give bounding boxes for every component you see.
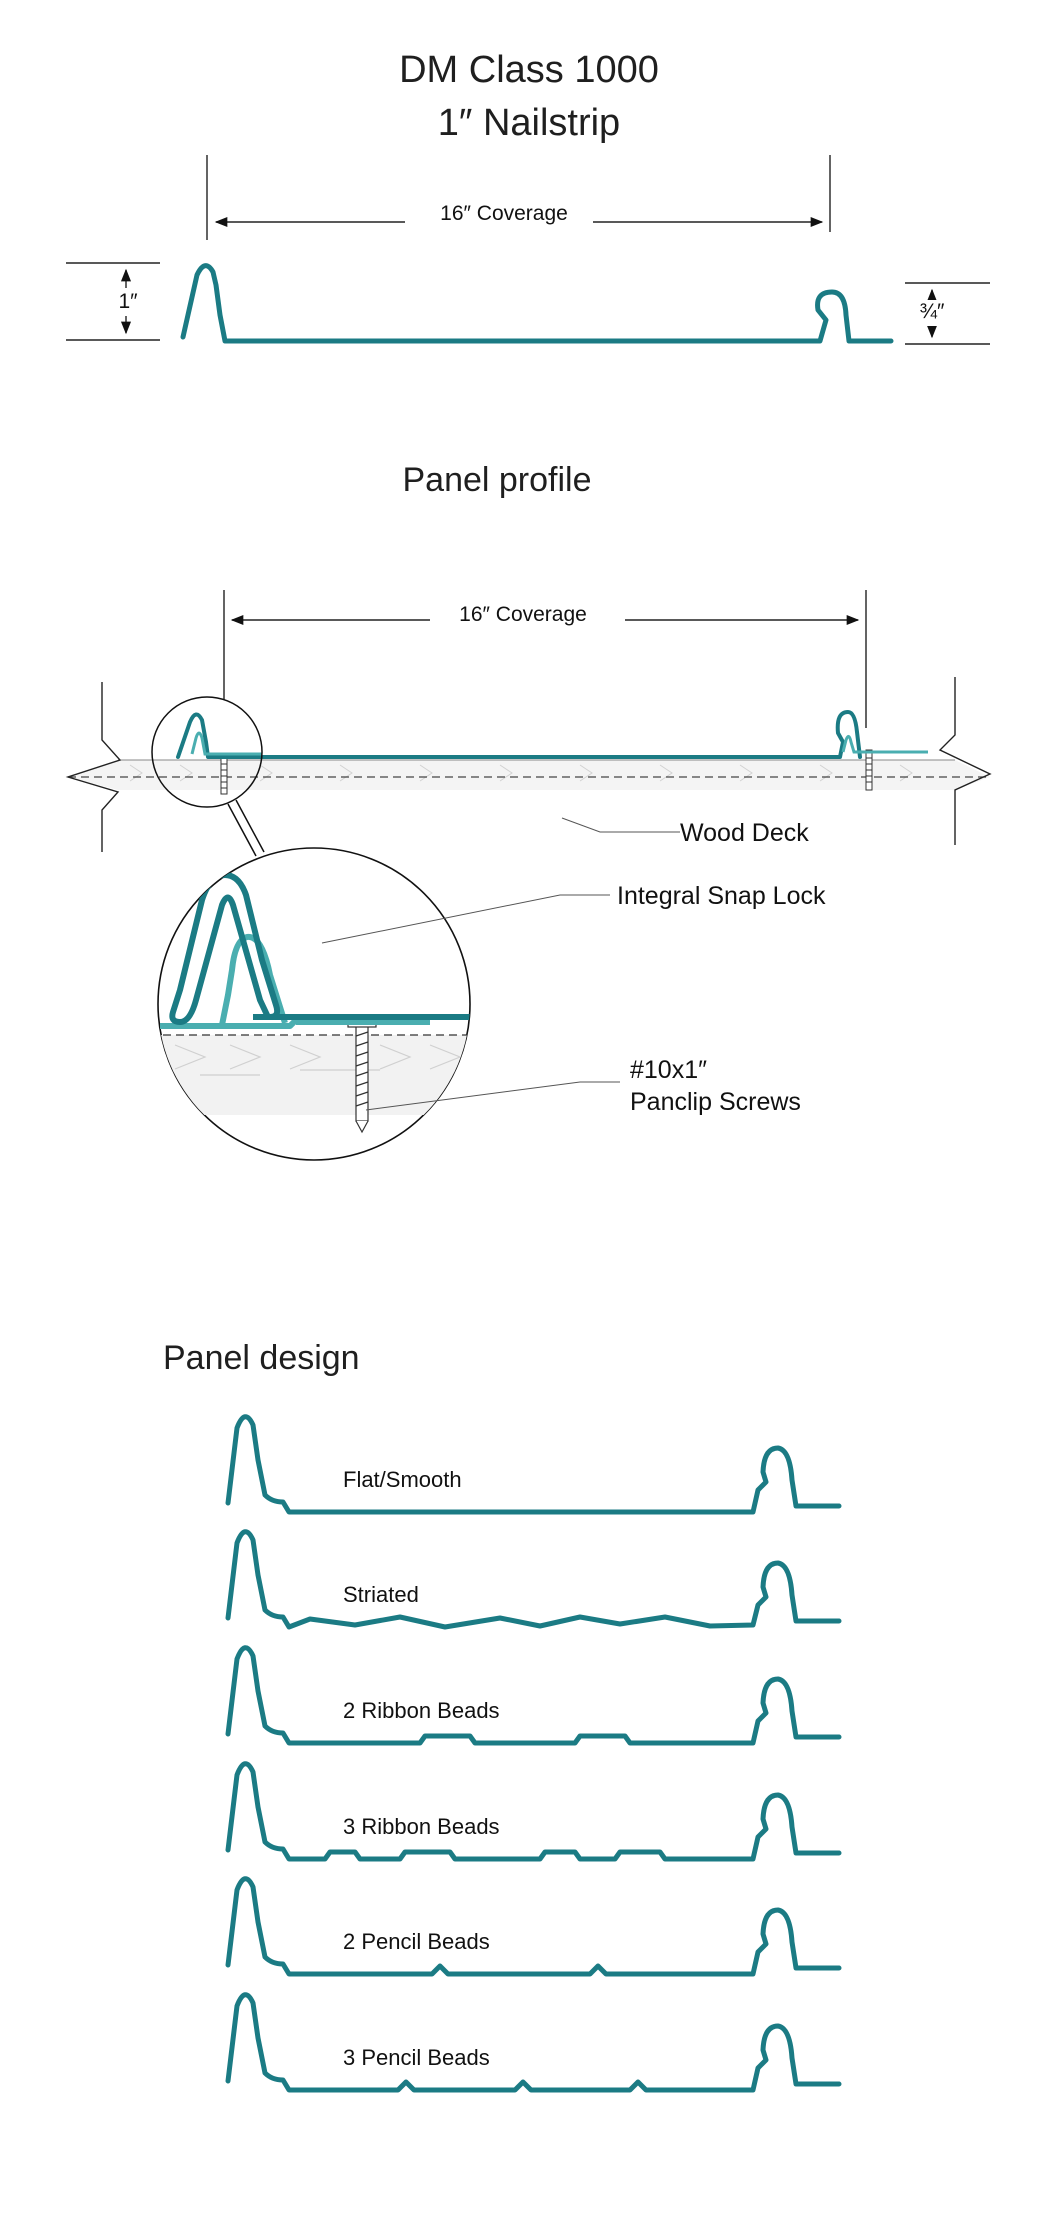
snap-lock-leader — [321, 894, 610, 944]
wood-deck-label: Wood Deck — [680, 819, 809, 847]
nailstrip-height-right: ¾″ — [920, 300, 946, 323]
design-label: 2 Pencil Beads — [343, 1929, 490, 1954]
profile-snap-lock — [190, 731, 262, 756]
screw-label-line-2: Panclip Screws — [630, 1088, 801, 1116]
panel-profile-heading: Panel profile — [402, 461, 591, 499]
title-line-1: DM Class 1000 — [399, 49, 659, 91]
title-line-2: 1″ Nailstrip — [438, 102, 620, 144]
profile-coverage-label: 16″ Coverage — [459, 603, 587, 626]
profile-dimension-lines — [223, 590, 867, 728]
profile-right-clip — [841, 735, 928, 754]
nailstrip-coverage-label: 16″ Coverage — [440, 202, 568, 225]
design-3-pencil-beads: 3 Pencil Beads — [225, 1992, 842, 2093]
profile-panel — [176, 710, 862, 759]
detail-small-circle — [151, 696, 263, 808]
design-label: Flat/Smooth — [343, 1467, 462, 1492]
design-3-ribbon-beads: 3 Ribbon Beads — [225, 1761, 842, 1862]
design-2-ribbon-beads: 2 Ribbon Beads — [225, 1645, 842, 1746]
wood-deck — [65, 677, 992, 852]
design-flat-smooth: Flat/Smooth — [225, 1414, 842, 1515]
snap-lock-label: Integral Snap Lock — [617, 882, 826, 910]
screw-leader — [365, 1081, 620, 1111]
design-label: 3 Pencil Beads — [343, 2045, 490, 2070]
panel-design-heading: Panel design — [163, 1339, 360, 1377]
design-label: Striated — [343, 1582, 419, 1607]
nailstrip-profile — [180, 263, 894, 344]
detail-magnified-content — [158, 872, 470, 1134]
nailstrip-height-left: 1″ — [118, 290, 138, 313]
nailstrip-dimension-lines — [66, 155, 990, 345]
design-striated: Striated — [225, 1529, 842, 1630]
design-label: 3 Ribbon Beads — [343, 1814, 500, 1839]
design-2-pencil-beads: 2 Pencil Beads — [225, 1876, 842, 1977]
wood-deck-leader — [561, 817, 680, 833]
screw-label-line-1: #10x1″ — [630, 1056, 707, 1084]
design-label: 2 Ribbon Beads — [343, 1698, 500, 1723]
